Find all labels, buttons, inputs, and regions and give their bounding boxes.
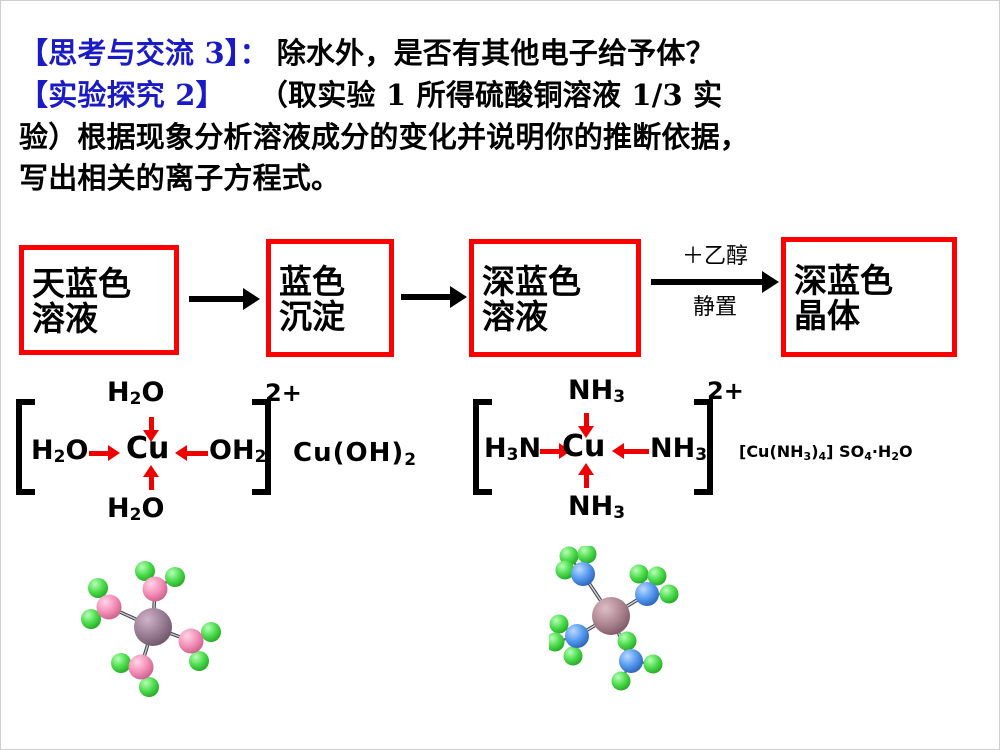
reaction-flow-row: 天蓝色 溶液 蓝色 沉淀 深蓝色 溶液 ＋乙醇 静置 深蓝色 晶体 [1, 237, 1000, 361]
coordination-arrow-right-icon-2 [612, 443, 649, 459]
bracket-close-icon-2 [694, 399, 716, 495]
ligand-bottom-ammonia: NH3 [568, 491, 626, 523]
formula-copper-hydroxide: Cu(OH)2 [293, 438, 418, 470]
bracket-close-icon [252, 399, 274, 495]
flow-box-4-line-1: 深蓝色 [794, 260, 893, 300]
coordination-arrow-left-icon [89, 445, 120, 461]
flow-box-3-line-1: 深蓝色 [482, 261, 581, 301]
ligand-left-water: H2O [31, 435, 89, 467]
bracket-open-icon [13, 399, 35, 495]
ligand-top-ammonia: NH3 [568, 375, 626, 407]
bracket-open-icon-2 [470, 399, 492, 495]
molecular-model-tetraaqua-copper [71, 549, 261, 699]
formula-tetraamminecopper-sulfate-hydrate: [Cu(NH3)4] SO4·H2O [739, 442, 913, 463]
flow-box-3-line-2: 溶液 [482, 297, 548, 336]
flow-arrow-3-label-bottom: 静置 [692, 295, 737, 321]
flow-box-2-line-1: 蓝色 [279, 261, 345, 301]
ligand-right-ammonia: NH3 [650, 433, 708, 465]
header-text-block: 【思考与交流 3】：除水外，是否有其他电子给予体？ 【实验探究 2】 （取实验 1… [19, 33, 983, 200]
complex-charge-label-2: 2+ [707, 377, 744, 405]
flow-box-2-line-2: 沉淀 [279, 297, 345, 336]
coordination-arrow-top-icon-2 [578, 413, 594, 438]
experiment-inquiry-tag: 【实验探究 2】 [19, 77, 225, 112]
flow-box-1-line-1: 天蓝色 [32, 263, 131, 303]
ligand-top-water: H2O [107, 377, 165, 409]
header-line-4: 写出相关的离子方程式。 [19, 161, 341, 196]
complex-ion-ammine-diagram: NH3 H3N Cu NH3 NH3 [466, 369, 744, 529]
flow-box-blue-precipitate: 蓝色 沉淀 [266, 239, 394, 357]
flow-arrow-3-group: ＋乙醇 静置 [651, 244, 779, 353]
thinking-exchange-tag: 【思考与交流 3】 [19, 36, 240, 70]
flow-arrow-3-label-top: ＋乙醇 [681, 244, 748, 269]
coordination-arrow-bottom-icon [143, 465, 159, 490]
colon-separator: ： [239, 36, 269, 70]
ligand-right-water: OH2 [209, 435, 267, 467]
central-atom-copper-2: Cu [562, 429, 606, 464]
molecular-model-tetraammine-copper [545, 544, 739, 701]
flow-box-1-line-2: 溶液 [32, 299, 98, 338]
flow-box-deep-blue-solution: 深蓝色 溶液 [469, 239, 641, 357]
header-line-1: 【思考与交流 3】：除水外，是否有其他电子给予体？ [19, 33, 983, 75]
header-line-3: 验）根据现象分析溶液成分的变化并说明你的推断依据， [19, 119, 750, 154]
flow-box-light-blue-solution: 天蓝色 溶液 [19, 245, 179, 355]
header-line-1-text: 除水外，是否有其他电子给予体？ [276, 36, 715, 70]
central-atom-copper: Cu [126, 431, 170, 466]
flow-box-deep-blue-crystal: 深蓝色 晶体 [781, 237, 957, 357]
coordination-arrow-top-icon [143, 417, 159, 442]
coordination-arrow-left-icon-2 [540, 443, 571, 459]
model-1-svg [81, 561, 221, 697]
ligand-bottom-water: H2O [107, 493, 165, 525]
flow-arrow-3-icon [651, 271, 779, 294]
coordination-arrow-right-icon [175, 445, 208, 461]
complex-ion-aqua-diagram: H2O H2O Cu OH2 H2O [9, 369, 302, 529]
header-line-2: 【实验探究 2】 （取实验 1 所得硫酸铜溶液 1/3 实 [19, 75, 983, 117]
ligand-left-ammonia: H3N [484, 433, 542, 465]
flow-box-4-line-2: 晶体 [794, 296, 860, 335]
model-2-svg [545, 544, 679, 691]
header-line-2-text: （取实验 1 所得硫酸铜溶液 1/3 实 [258, 77, 723, 112]
complex-charge-label: 2+ [265, 379, 302, 407]
coordination-arrow-bottom-icon-2 [578, 463, 594, 488]
